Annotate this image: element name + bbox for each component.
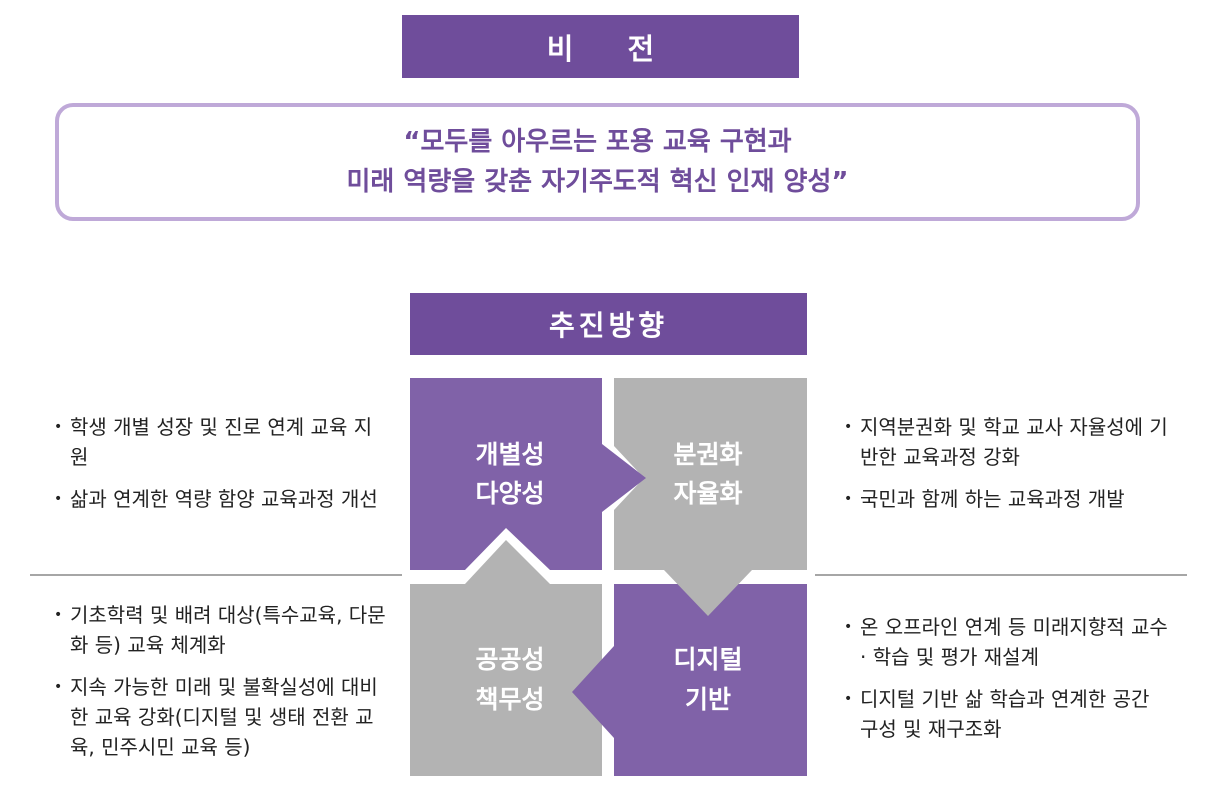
- bullet-item: 국민과 함께 하는 교육과정 개발: [840, 484, 1170, 514]
- arrow-down: [664, 570, 752, 616]
- bullets-top-right: 지역분권화 및 학교 교사 자율성에 기반한 교육과정 강화 국민과 함께 하는…: [840, 412, 1170, 526]
- divider-right: [815, 574, 1187, 576]
- quadrant-label: 공공성: [475, 645, 544, 674]
- directions-title: 추진방향: [410, 293, 807, 355]
- directions-cycle-diagram: 개별성 다양성 분권화 자율화 디지털 기반 공공성 책무성: [410, 378, 807, 776]
- vision-line-2: 미래 역량을 갖춘 자기주도적 혁신 인재 양성”: [346, 167, 849, 197]
- quadrant-label: 자율화: [673, 479, 742, 508]
- vision-line-1: “모두를 아우르는 포용 교육 구현과: [403, 127, 792, 157]
- bullet-item: 온 오프라인 연계 등 미래지향적 교수 · 학습 및 평가 재설계: [840, 612, 1170, 672]
- bullet-item: 기초학력 및 배려 대상(특수교육, 다문화 등) 교육 체계화: [50, 600, 390, 660]
- bullet-item: 삶과 연계한 역량 함양 교육과정 개선: [50, 484, 380, 514]
- quadrant-label: 다양성: [475, 479, 544, 508]
- quadrant-top-left: [410, 378, 646, 570]
- quadrant-label: 분권화: [673, 440, 742, 469]
- quadrant-label: 디지털: [673, 645, 742, 674]
- bullet-item: 디지털 기반 삶 학습과 연계한 공간 구성 및 재구조화: [840, 684, 1170, 744]
- quadrant-label: 개별성: [475, 440, 544, 469]
- quadrant-bottom-left: [410, 540, 602, 776]
- bullets-top-left: 학생 개별 성장 및 진로 연계 교육 지원 삶과 연계한 역량 함양 교육과정…: [50, 412, 380, 526]
- divider-left: [30, 574, 402, 576]
- quadrant-top-right: [614, 378, 807, 600]
- quadrant-label: 기반: [685, 685, 731, 714]
- quadrant-bottom-right: [576, 584, 807, 776]
- bullet-item: 지속 가능한 미래 및 불확실성에 대비한 교육 강화(디지털 및 생태 전환 …: [50, 672, 390, 762]
- bullets-bottom-left: 기초학력 및 배려 대상(특수교육, 다문화 등) 교육 체계화 지속 가능한 …: [50, 600, 390, 774]
- bullets-bottom-right: 온 오프라인 연계 등 미래지향적 교수 · 학습 및 평가 재설계 디지털 기…: [840, 612, 1170, 756]
- vision-statement-box: “모두를 아우르는 포용 교육 구현과 미래 역량을 갖춘 자기주도적 혁신 인…: [55, 103, 1140, 221]
- arrow-left: [572, 646, 614, 738]
- bullet-item: 학생 개별 성장 및 진로 연계 교육 지원: [50, 412, 380, 472]
- vision-title: 비 전: [402, 15, 799, 78]
- quadrant-label: 책무성: [475, 685, 544, 714]
- bullet-item: 지역분권화 및 학교 교사 자율성에 기반한 교육과정 강화: [840, 412, 1170, 472]
